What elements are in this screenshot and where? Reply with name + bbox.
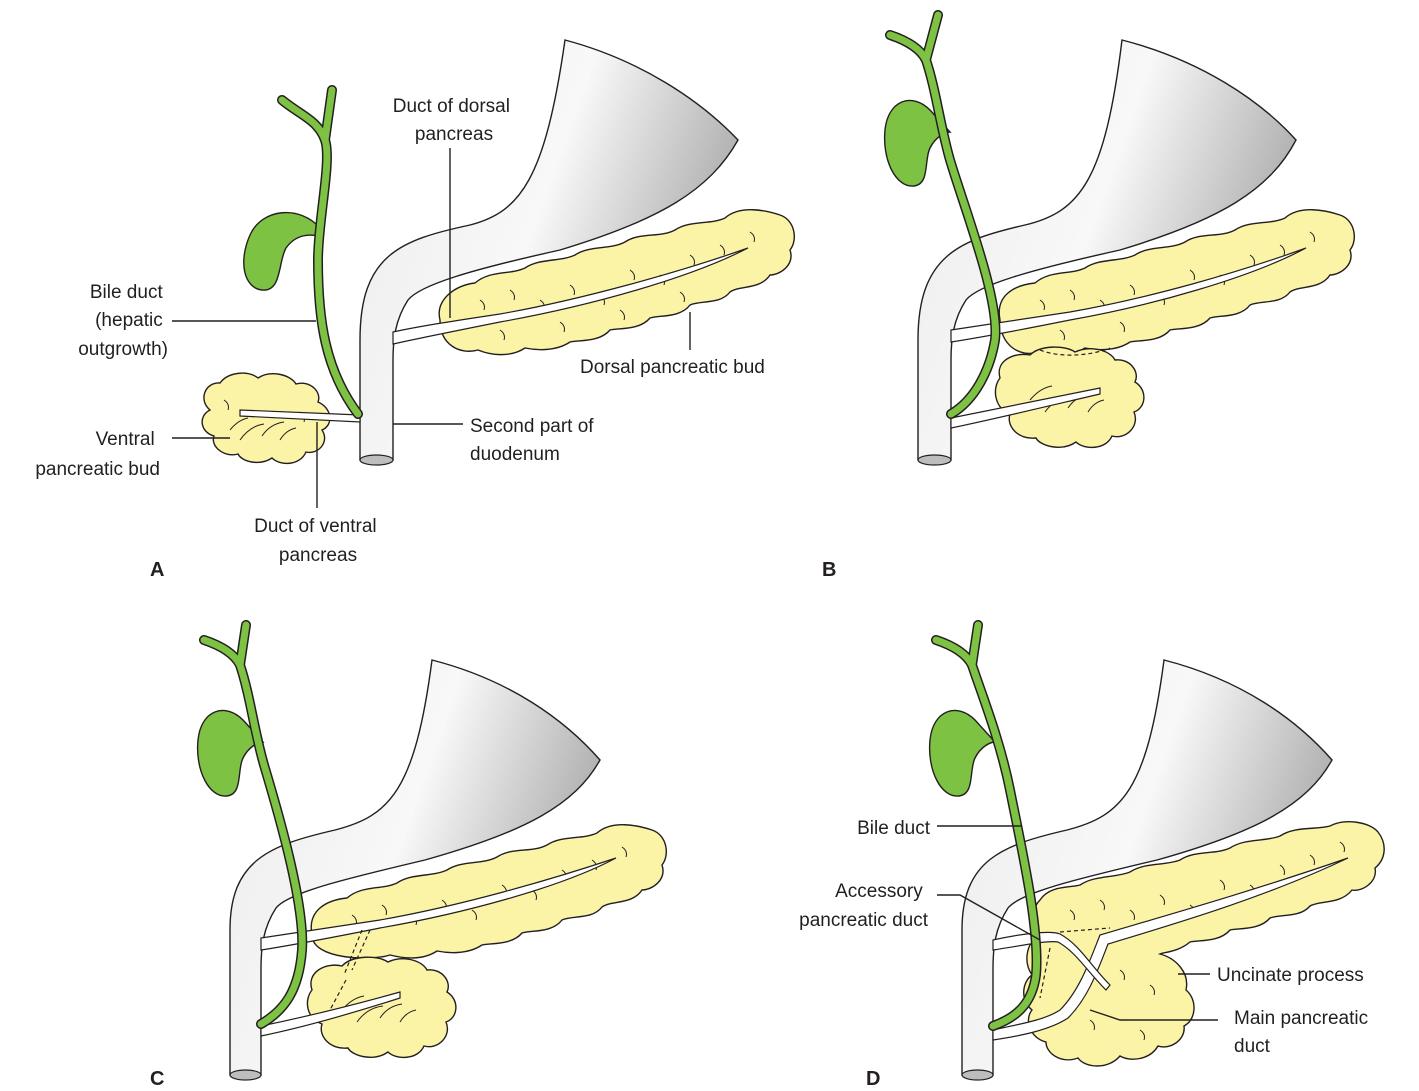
duodenum-lumen: [918, 455, 951, 465]
panel-letter-d: D: [866, 1068, 880, 1090]
panel-letter-b: B: [822, 559, 836, 581]
duodenum-lumen: [962, 1070, 993, 1080]
label-ventral-duct: Duct of ventral pancreas: [254, 516, 382, 566]
panel-b: B: [822, 15, 1354, 581]
label-uncinate: Uncinate process: [1217, 965, 1364, 986]
panel-d: Bile duct Accessory pancreatic duct Unci…: [799, 625, 1384, 1090]
panel-letter-c: C: [150, 1068, 164, 1090]
label-bile-duct-d: Bile duct: [857, 818, 931, 839]
label-second-part: Second part of duodenum: [470, 416, 599, 465]
panel-letter-a: A: [150, 559, 164, 581]
label-ventral-bud: Ventral pancreatic bud: [35, 429, 160, 480]
gallbladder: [930, 710, 995, 796]
label-dorsal-bud: Dorsal pancreatic bud: [580, 357, 765, 378]
gallbladder: [244, 213, 320, 291]
panel-a: Duct of dorsal pancreas Bile duct (hepat…: [35, 40, 794, 581]
duodenum-lumen: [360, 455, 393, 465]
panel-c: C: [150, 625, 666, 1090]
label-main-duct: Main pancreatic duct: [1234, 1008, 1373, 1057]
label-dorsal-duct: Duct of dorsal pancreas: [393, 96, 516, 145]
label-bile-duct: Bile duct (hepatic outgrowth): [78, 282, 168, 360]
ventral-pancreas: [307, 957, 455, 1057]
label-accessory-duct: Accessory pancreatic duct: [799, 881, 929, 931]
duodenum-lumen: [230, 1070, 261, 1080]
